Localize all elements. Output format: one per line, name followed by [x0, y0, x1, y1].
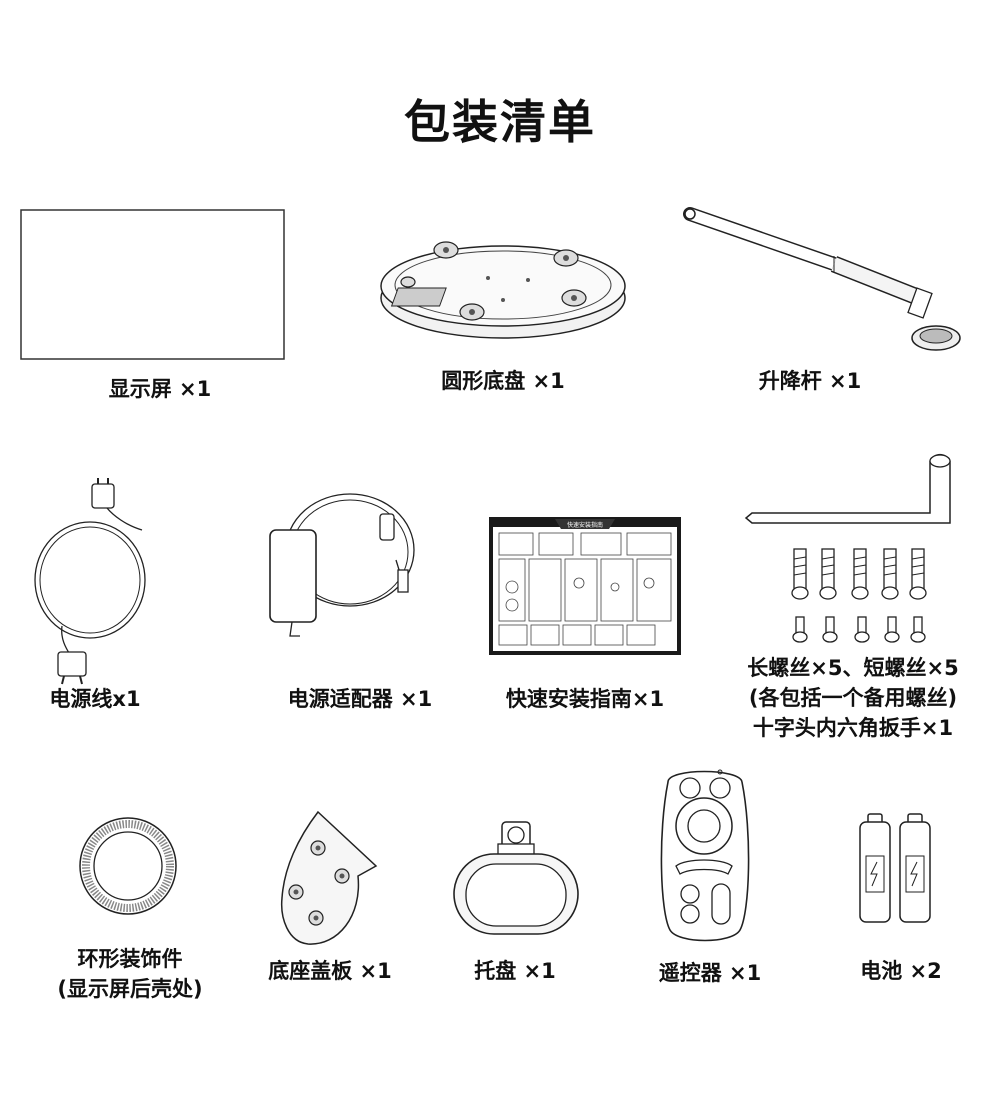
ring-caption-line-2: (显示屏后壳处)	[57, 977, 203, 1001]
screws-caption-line-3: 十字头内六角扳手×1	[752, 716, 954, 740]
ring-decoration-icon	[79, 817, 177, 915]
batteries-caption: 电池 ×2	[860, 959, 942, 983]
monitor-panel-icon	[20, 209, 285, 360]
screws-caption-line-1: 长螺丝×5、短螺丝×5	[747, 656, 959, 680]
lift-pole-icon	[683, 207, 961, 351]
guide-header: 快速安装指南	[567, 521, 603, 529]
ring-caption: 环形装饰件 (显示屏后壳处)	[40, 944, 220, 1004]
power-adapter-caption: 电源适配器 ×1	[287, 687, 433, 711]
power-cord-caption: 电源线x1	[49, 687, 141, 711]
power-cord-icon	[34, 478, 146, 685]
batteries-icon	[859, 813, 931, 923]
base-cover-plate-icon	[280, 810, 378, 945]
tray-icon	[453, 821, 579, 935]
page-title: 包装清单	[404, 95, 596, 149]
lift-pole-caption: 升降杆 ×1	[758, 369, 862, 393]
remote-caption: 遥控器 ×1	[658, 961, 762, 985]
ring-caption-line-1: 环形装饰件	[77, 947, 183, 971]
power-adapter-icon	[269, 493, 415, 637]
screws-wrench-icon	[744, 453, 951, 643]
tray-caption: 托盘 ×1	[474, 959, 556, 983]
monitor-caption: 显示屏 ×1	[108, 377, 212, 401]
quick-guide-icon: 快速安装指南	[489, 517, 681, 655]
base-cover-caption: 底座盖板 ×1	[268, 959, 392, 983]
round-base-icon	[380, 241, 626, 339]
round-base-caption: 圆形底盘 ×1	[441, 369, 565, 393]
screws-caption-line-2: (各包括一个备用螺丝)	[748, 686, 958, 710]
screws-caption: 长螺丝×5、短螺丝×5 (各包括一个备用螺丝) 十字头内六角扳手×1	[728, 653, 978, 743]
remote-control-icon	[660, 769, 750, 942]
quick-guide-caption: 快速安装指南×1	[505, 687, 665, 711]
